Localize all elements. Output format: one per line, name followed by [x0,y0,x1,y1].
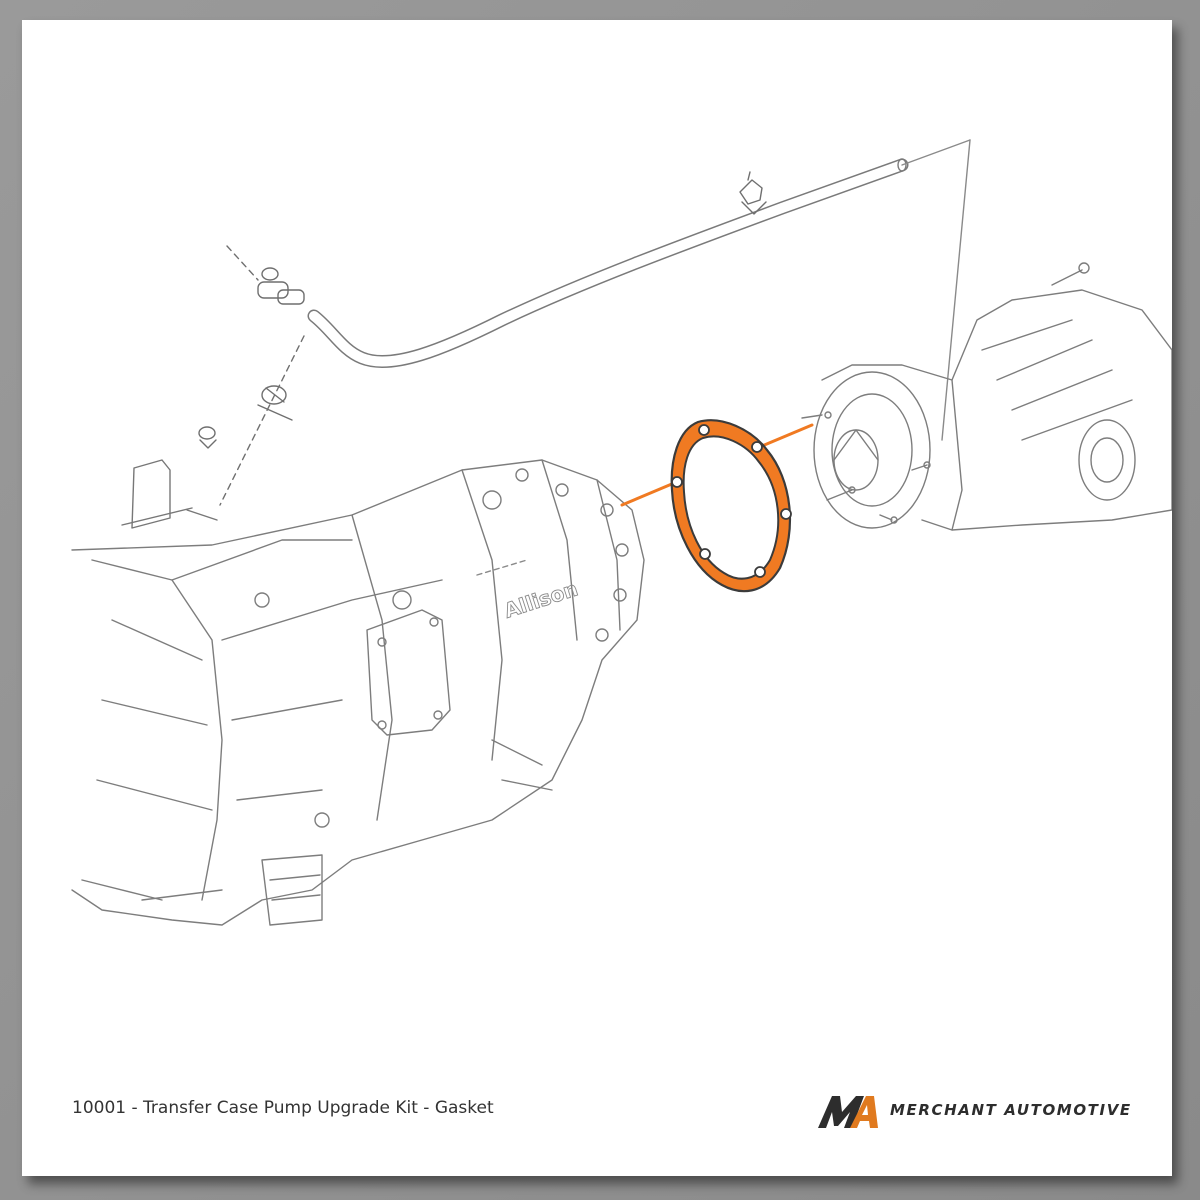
casting-text: Allison [501,576,581,622]
diagram-card: Allison 10001 - Transfer Case Pump Upgra… [22,20,1172,1176]
exploded-view-diagram: Allison [71,139,1172,926]
hose-clamp [739,171,767,215]
breather-tube [307,158,909,368]
guide-lines [476,139,971,576]
gasket-icon [670,419,792,593]
brand-name: MERCHANT AUTOMOTIVE [890,1101,1132,1119]
brand-lockup: MERCHANT AUTOMOTIVE [816,1085,1132,1135]
merchant-automotive-logo-icon [818,1096,878,1128]
figure-caption: 10001 - Transfer Case Pump Upgrade Kit -… [72,1098,494,1118]
mount-bracket [121,459,218,529]
hose-fittings [198,245,305,506]
transmission [71,459,645,926]
transfer-case [801,262,1172,531]
